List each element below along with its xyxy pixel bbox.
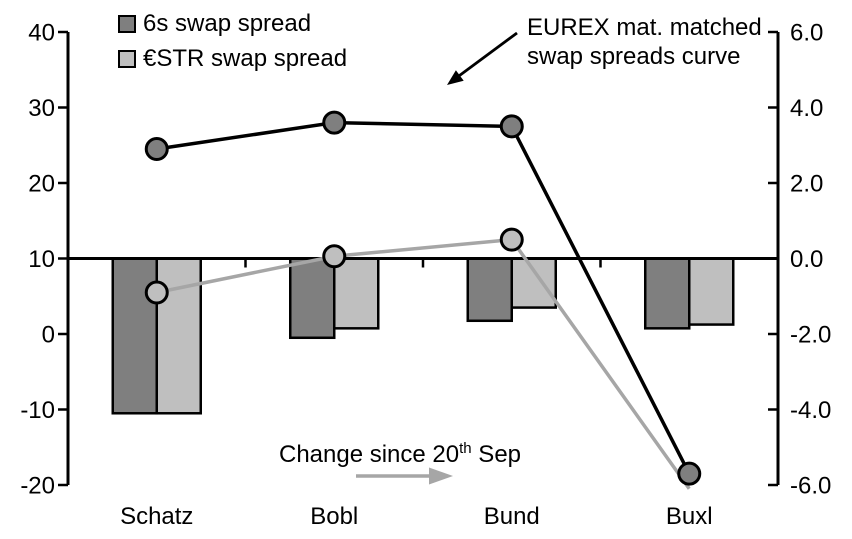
marker-estr-bobl [322,244,347,269]
change-annotation: Change since 20th Sep [265,440,535,469]
category-label-bund: Bund [484,503,540,530]
bar-6s-schatz [111,257,158,415]
left-axis-tick-label: -10 [20,397,55,424]
left-axis-tick-label: -20 [20,473,55,500]
change-annotation-suffix: Sep [471,441,522,468]
bar-estr-bobl [333,257,380,330]
legend: 6s swap spread €STR swap spread [118,6,347,76]
change-annotation-text: Change since 20 [278,441,460,468]
right-axis-tick-label: -2.0 [790,322,831,349]
curve-annotation-line1: EUREX mat. matched [527,14,762,41]
right-axis-tick-label: 2.0 [790,171,823,198]
right-axis-tick-label: 4.0 [790,95,823,122]
left-axis-tick-label: 40 [28,20,55,47]
change-arrowhead-icon [429,467,453,485]
category-label-bobl: Bobl [310,503,358,530]
left-axis-tick-label: 30 [28,95,55,122]
marker-6s-schatz [144,137,169,162]
bar-estr-schatz [155,257,202,415]
bar-estr-buxl [688,257,735,326]
left-axis-tick-label: 0 [42,322,55,349]
legend-item-6s: 6s swap spread [118,6,347,41]
curve-annotation: EUREX mat. matched swap spreads curve [527,13,762,71]
bar-6s-bund [466,257,513,323]
line-estr [156,237,691,490]
marker-estr-schatz [144,280,169,305]
category-label-schatz: Schatz [120,503,193,530]
marker-estr-bund [499,227,524,252]
legend-label-6s: 6s swap spread [143,9,312,37]
right-axis-tick-label: 6.0 [790,20,823,47]
right-axis-tick-label: -4.0 [790,397,831,424]
legend-item-estr: €STR swap spread [118,41,347,76]
legend-swatch-6s-icon [118,14,136,33]
line-6s [156,120,691,475]
marker-6s-buxl [677,461,702,486]
bar-6s-bobl [289,257,336,340]
marker-6s-bobl [322,110,347,135]
curve-annotation-line2: swap spreads curve [527,43,741,70]
bar-6s-buxl [644,257,691,330]
category-label-buxl: Buxl [666,503,713,530]
marker-6s-bund [499,114,524,139]
curve-annotation-arrow-icon [457,31,518,78]
curve-annotation-arrowhead-icon [447,70,464,85]
bar-estr-bund [510,257,557,309]
right-axis-tick-label: 0.0 [790,246,823,273]
left-axis-tick-label: 20 [28,171,55,198]
left-axis-tick-label: 10 [28,246,55,273]
change-annotation-sup: th [459,440,472,457]
legend-swatch-estr-icon [118,49,136,68]
right-axis-tick-label: -6.0 [790,473,831,500]
legend-label-estr: €STR swap spread [143,44,348,72]
